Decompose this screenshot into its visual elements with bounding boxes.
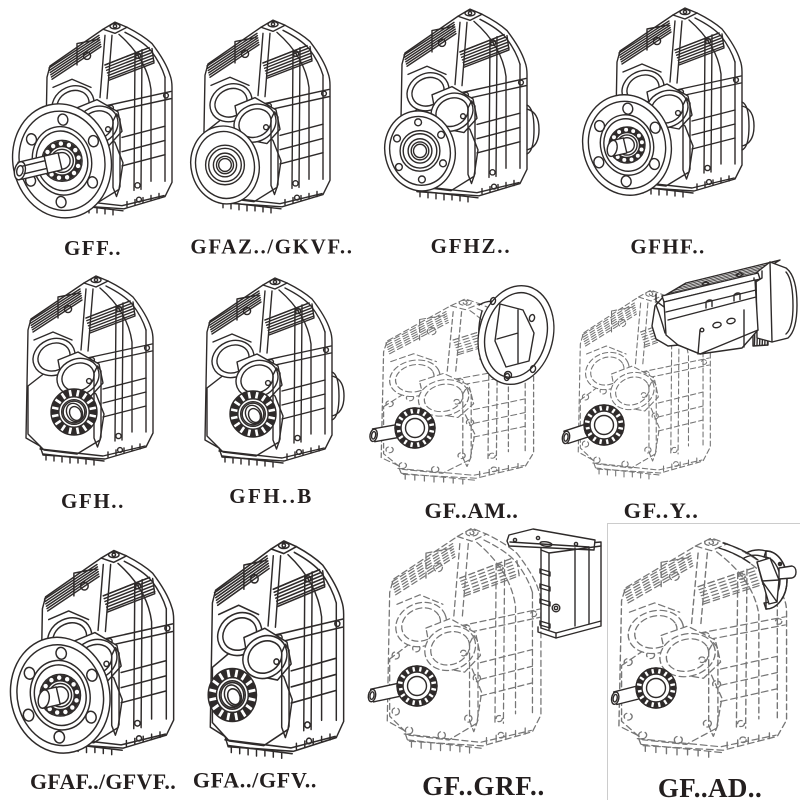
svg-text:GF..AM..: GF..AM.. <box>425 498 519 523</box>
svg-text:GFH..B: GFH..B <box>229 484 313 508</box>
svg-text:GF..Y..: GF..Y.. <box>624 498 700 523</box>
svg-text:GFHZ..: GFHZ.. <box>431 234 512 258</box>
svg-text:GF..GRF..: GF..GRF.. <box>422 771 545 800</box>
svg-text:GFH..: GFH.. <box>61 489 125 513</box>
svg-text:GFHF..: GFHF.. <box>630 235 705 259</box>
svg-text:GFAF../GFVF..: GFAF../GFVF.. <box>30 769 176 794</box>
svg-text:GF..AD..: GF..AD.. <box>658 773 762 800</box>
svg-text:GFF..: GFF.. <box>64 236 122 260</box>
svg-text:GFA../GFV..: GFA../GFV.. <box>193 768 317 793</box>
svg-text:GFAZ../GKVF..: GFAZ../GKVF.. <box>190 235 353 259</box>
